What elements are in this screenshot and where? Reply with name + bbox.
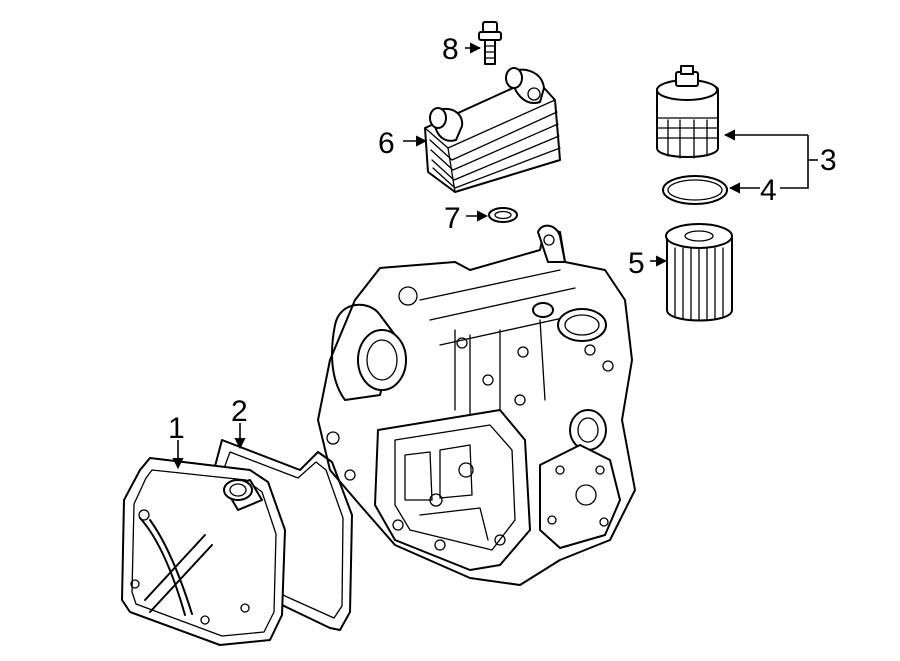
callout-2: 2 [231,395,248,428]
filter-element-part [665,223,733,322]
bolt-part [478,21,502,65]
callout-1: 1 [168,412,185,445]
callout-6: 6 [378,127,395,160]
leader-lines [172,42,818,470]
oil-pan-part [121,457,286,646]
transmission-housing-part [317,224,636,586]
callout-4: 4 [760,174,777,207]
callout-5: 5 [628,247,645,280]
small-o-ring-part [488,207,518,223]
callout-8: 8 [442,33,459,66]
callout-3: 3 [820,144,837,177]
large-o-ring-part [662,175,728,205]
filter-housing-cap-part [656,65,719,159]
callouts: 1 2 3 4 5 6 7 8 [168,33,837,445]
oil-cooler-part [424,67,561,193]
callout-7: 7 [444,202,461,235]
